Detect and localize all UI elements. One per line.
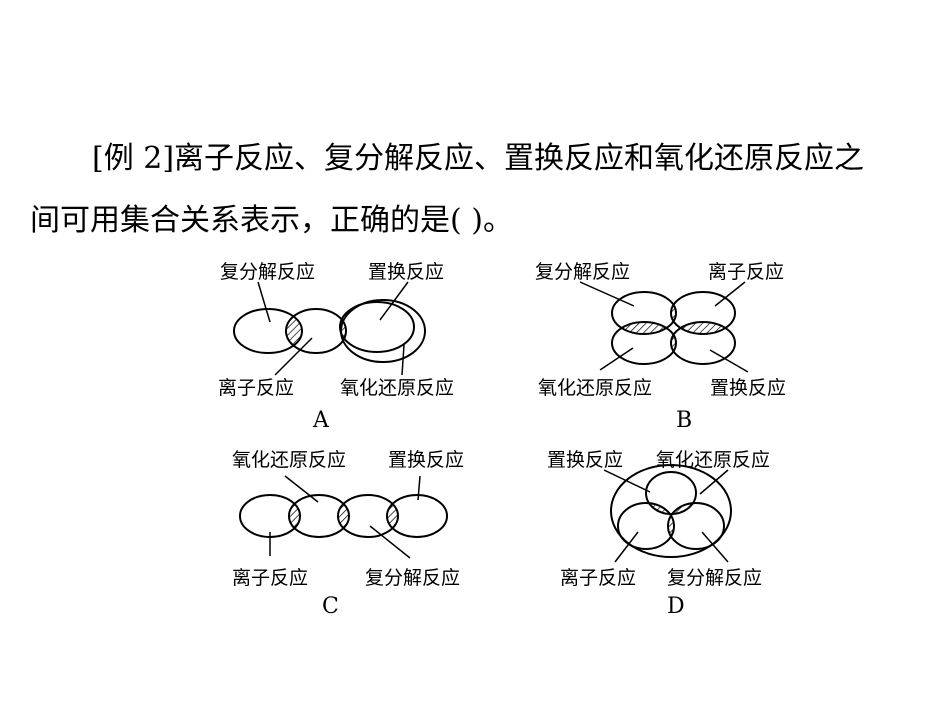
ellipse-d-double xyxy=(667,502,725,550)
ellipse-b-redox xyxy=(611,321,677,365)
option-a: A xyxy=(312,408,330,433)
label-d-br: 复分解反应 xyxy=(667,567,762,589)
ellipse-b-displacement xyxy=(670,321,736,365)
diagram-a: 复分解反应 置换反应 离子反应 氧化还原反应 A xyxy=(218,261,454,433)
ellipse-double-decomposition xyxy=(233,308,303,354)
ellipse-c-displacement xyxy=(386,494,448,538)
label-c-bl: 离子反应 xyxy=(232,567,308,589)
label-b-tr: 离子反应 xyxy=(708,261,784,283)
option-d: D xyxy=(667,594,685,619)
question-line-2: 间可用集合关系表示，正确的是( )。 xyxy=(30,203,513,238)
label-a-tr: 置换反应 xyxy=(368,261,444,283)
ellipse-b-ionic xyxy=(670,291,736,335)
ellipse-displacement xyxy=(339,301,415,353)
ellipse-d-displacement xyxy=(645,471,697,515)
diagram-b: 复分解反应 离子反应 氧化还原反应 置换反应 B xyxy=(535,261,786,433)
label-c-tl: 氧化还原反应 xyxy=(232,449,346,471)
option-c: C xyxy=(322,594,339,619)
ellipse-d-ionic xyxy=(617,502,675,550)
label-c-tr: 置换反应 xyxy=(388,449,464,471)
label-a-tl: 复分解反应 xyxy=(220,261,315,283)
label-a-br: 氧化还原反应 xyxy=(340,377,454,399)
label-c-br: 复分解反应 xyxy=(365,567,460,589)
question-line-1: [例 2]离子反应、复分解反应、置换反应和氧化还原反应之 xyxy=(92,141,865,176)
label-b-bl: 氧化还原反应 xyxy=(538,377,652,399)
label-d-tr: 氧化还原反应 xyxy=(656,449,770,471)
ellipse-c-redox xyxy=(288,494,350,538)
ellipse-b-double xyxy=(611,291,677,335)
ellipse-d-redox xyxy=(610,464,732,558)
diagram-d: 置换反应 氧化还原反应 离子反应 复分解反应 D xyxy=(547,449,770,619)
ellipse-ionic xyxy=(285,308,347,354)
diagram-c: 氧化还原反应 置换反应 离子反应 复分解反应 C xyxy=(232,449,464,619)
label-d-bl: 离子反应 xyxy=(560,567,636,589)
option-b: B xyxy=(676,408,692,433)
label-b-tl: 复分解反应 xyxy=(535,261,630,283)
label-b-br: 置换反应 xyxy=(710,377,786,399)
ellipse-redox xyxy=(340,299,426,363)
ellipse-c-double xyxy=(337,494,399,538)
label-a-bl: 离子反应 xyxy=(218,377,294,399)
label-d-tl: 置换反应 xyxy=(547,449,623,471)
